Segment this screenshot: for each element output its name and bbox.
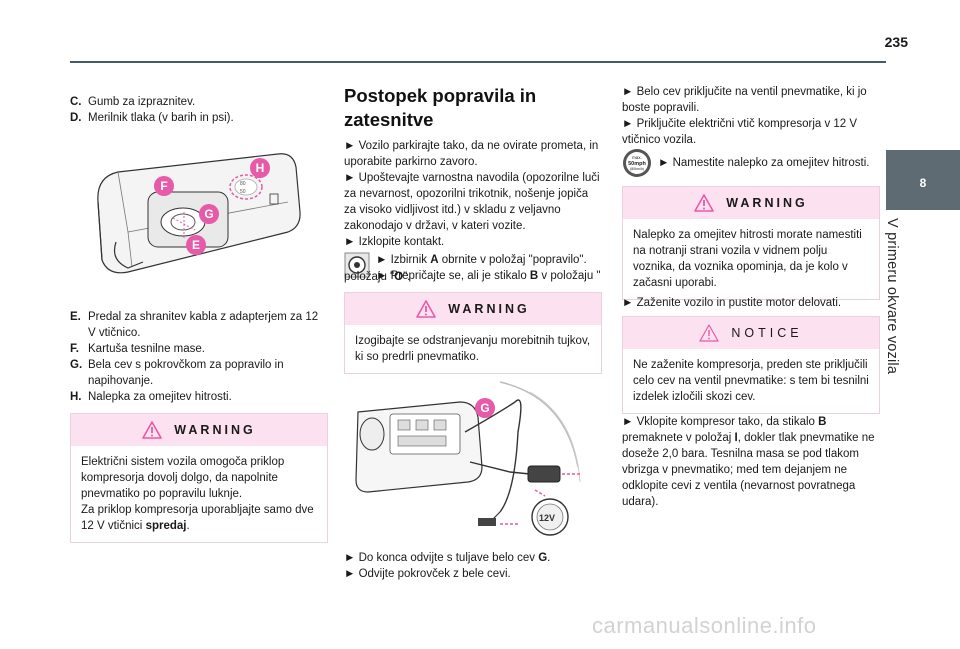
warning-title: WARNING <box>448 302 530 316</box>
notice-title: NOTICE <box>731 326 803 340</box>
label-f: F <box>154 176 174 196</box>
step-sticker: ► Namestite nalepko za omejitev hitrosti… <box>658 157 870 169</box>
column-2-steps: ► Do konca odvijte s tuljave belo cev G.… <box>344 550 602 582</box>
warning-box-2: WARNING Izogibajte se odstranjevanju mor… <box>344 292 602 374</box>
speed-step: max. 50mph (80km/h) ► Namestite nalepko … <box>622 148 880 178</box>
list-item-d: D.Merilnik tlaka (v barih in psi). <box>70 112 234 124</box>
warning-text-1: Električni sistem vozila omogoča priklop… <box>81 456 285 500</box>
warning-body: Nalepko za omejitev hitrosti morate name… <box>623 219 879 299</box>
step-connect-hose: ► Belo cev priključite na ventil pnevmat… <box>622 86 867 114</box>
compressor-figure: 80 50 H F G E <box>88 142 313 287</box>
step-ignition: ► Izklopite kontakt. <box>344 236 445 248</box>
compressor-illustration: 80 50 <box>97 153 301 274</box>
column-2: Postopek popravila in zatesnitve ► Vozil… <box>344 84 602 284</box>
warning-title: WARNING <box>726 196 808 210</box>
speed-icon-line2: 50mph <box>628 161 646 167</box>
warning-header: WARNING <box>345 293 601 325</box>
step-connect-plug: ► Priključite električni vtič kompresorj… <box>622 118 858 146</box>
step-selector: ► Izbirnik A obrnite v položaj "popravil… <box>376 254 587 266</box>
step-unwind: ► Do konca odvijte s tuljave belo cev G. <box>344 552 551 564</box>
label-e: E <box>186 235 206 255</box>
step-switch: ► Prepričajte se, ali je stikalo B v pol… <box>376 270 601 282</box>
warning-triangle-icon <box>694 194 715 212</box>
label-g: G <box>475 398 495 418</box>
warning-body: Izogibajte se odstranjevanju morebitnih … <box>345 325 601 373</box>
warning-box-1: WARNING Električni sistem vozila omogoča… <box>70 413 328 543</box>
column-3: ► Belo cev priključite na ventil pnevmat… <box>622 84 880 178</box>
step-safety: ► Upoštevajte varnostna navodila (opozor… <box>344 172 600 232</box>
header-rule <box>70 61 886 63</box>
warning-text: Izogibajte se odstranjevanju morebitnih … <box>355 335 591 363</box>
step-unscrew: ► Odvijte pokrovček z bele cevi. <box>344 568 511 580</box>
steps-with-icon: ► Izbirnik A obrnite v položaj "popravil… <box>344 252 602 284</box>
label-g: G <box>199 204 219 224</box>
list-item-g: G.Bela cev s pokrovčkom za popravilo in … <box>70 359 284 387</box>
warning-box-3: WARNING Nalepko za omejitev hitrosti mor… <box>622 186 880 300</box>
column-3-step-start: ► Zaženite vozilo in pustite motor delov… <box>622 295 880 311</box>
warning-text-2: Za priklop kompresorja uporabljajte samo… <box>81 504 314 532</box>
section-heading: Postopek popravila in zatesnitve <box>344 85 537 130</box>
speed-icon-line3: (80km/h) <box>630 167 644 171</box>
chapter-title-vertical: V primeru okvare vozila <box>884 218 900 375</box>
socket-label: 12V <box>539 513 555 523</box>
warning-text: Nalepko za omejitev hitrosti morate name… <box>633 229 862 289</box>
column-3-step-compressor: ► Vklopite kompresor tako, da stikalo B … <box>622 414 880 510</box>
notice-body: Ne zaženite kompresorja, preden ste prik… <box>623 349 879 413</box>
warning-header: WARNING <box>71 414 327 446</box>
gauge-label-top: 80 <box>240 181 246 187</box>
list-item-c: C.Gumb za izpraznitev. <box>70 96 196 108</box>
gauge-label-bottom: 50 <box>240 189 246 195</box>
chapter-tab <box>886 150 960 210</box>
column-1-list: E.Predal za shranitev kabla z adapterjem… <box>70 309 328 405</box>
notice-triangle-icon <box>699 324 719 342</box>
selector-dial-icon <box>344 252 370 278</box>
column-1: C.Gumb za izpraznitev. D.Merilnik tlaka … <box>70 94 328 126</box>
list-item-h: H.Nalepka za omejitev hitrosti. <box>70 391 232 403</box>
warning-title: WARNING <box>174 423 256 437</box>
notice-box: NOTICE Ne zaženite kompresorja, preden s… <box>622 316 880 414</box>
chapter-number: 8 <box>919 176 927 190</box>
warning-body: Električni sistem vozila omogoča priklop… <box>71 446 327 542</box>
watermark: carmanualsonline.info <box>592 613 817 638</box>
step-switch-position: položaju "O". <box>344 271 411 283</box>
warning-header: WARNING <box>623 187 879 219</box>
notice-text: Ne zaženite kompresorja, preden ste prik… <box>633 359 869 403</box>
step-switch-on: ► Vklopite kompresor tako, da stikalo B … <box>622 416 875 508</box>
hose-illustration: 12V <box>355 381 581 536</box>
notice-header: NOTICE <box>623 317 879 349</box>
page-number: 235 <box>884 34 908 50</box>
speed-icon-line1: max. <box>632 155 642 160</box>
list-item-f: F.Kartuša tesnilne mase. <box>70 343 205 355</box>
step-start-engine: ► Zaženite vozilo in pustite motor delov… <box>622 297 842 309</box>
label-h: H <box>250 158 270 178</box>
speed-limit-sticker-icon: max. 50mph (80km/h) <box>622 148 652 178</box>
list-item-e: E.Predal za shranitev kabla z adapterjem… <box>70 311 319 339</box>
hose-figure: 12V G <box>350 372 590 537</box>
warning-triangle-icon <box>142 421 163 439</box>
step-park: ► Vozilo parkirajte tako, da ne ovirate … <box>344 140 599 168</box>
warning-triangle-icon <box>416 300 437 318</box>
